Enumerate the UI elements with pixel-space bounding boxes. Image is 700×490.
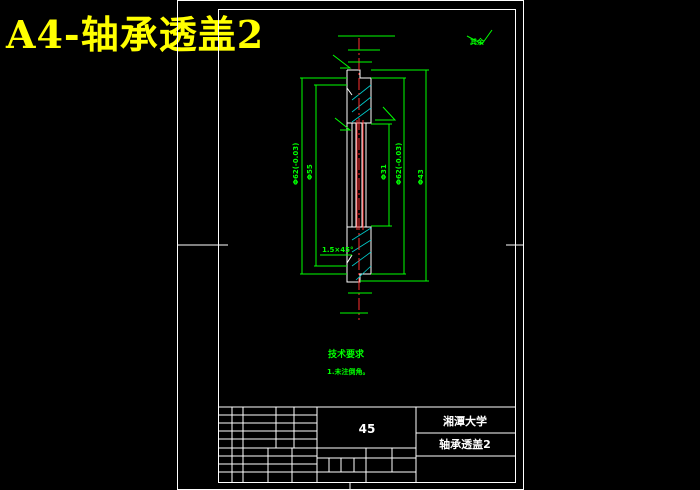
tech-req-heading: 技术要求: [328, 348, 365, 360]
dim-text: Φ62(-0.03): [292, 143, 300, 185]
tech-req-item: 1.未注倒角。: [327, 367, 370, 376]
title-block: [218, 406, 515, 490]
dim-text: Φ55: [306, 164, 314, 180]
roughness-note: 其余: [470, 37, 485, 46]
dim-text: Φ62(-0.03): [395, 143, 403, 185]
dim-text: Φ43: [417, 169, 425, 185]
dimension-lines: [300, 29, 493, 314]
part-name: 轴承透盖2: [439, 437, 491, 451]
part-section-view: [346, 38, 372, 320]
inner-frame: [218, 9, 516, 483]
dim-text: Φ31: [380, 164, 388, 180]
dim-text: 1.5×45°: [322, 246, 354, 254]
school-name: 湘潭大学: [443, 414, 487, 428]
material-value: 45: [359, 422, 376, 436]
drawing-title: A4-轴承透盖2: [6, 12, 265, 57]
